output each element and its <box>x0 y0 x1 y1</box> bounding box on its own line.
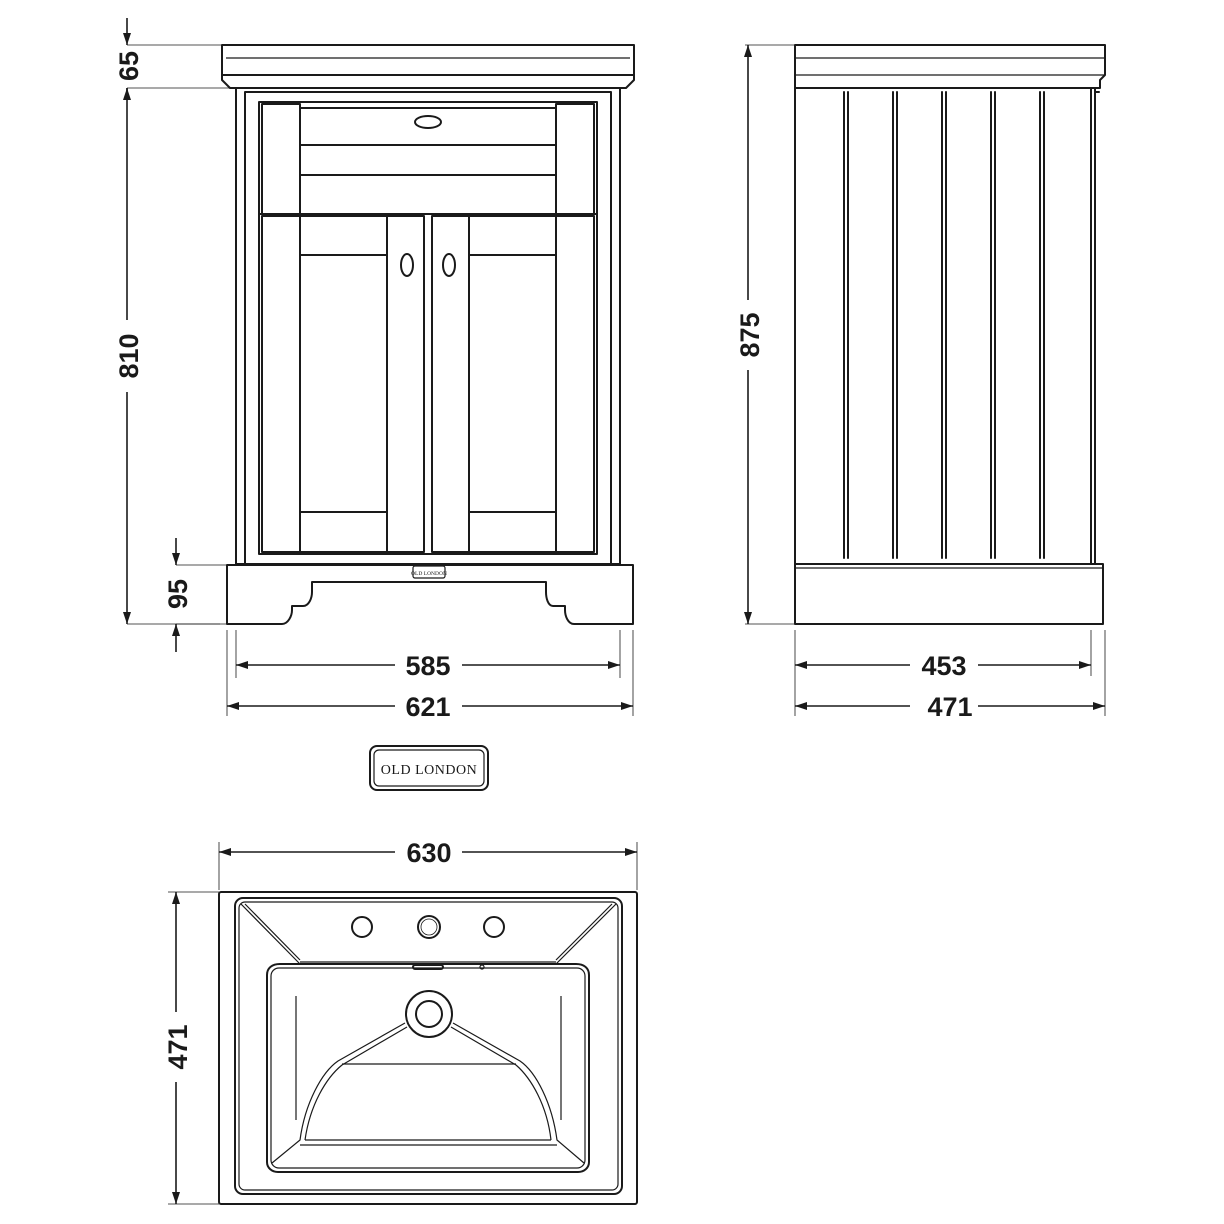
dim-label-585: 585 <box>405 651 450 681</box>
dim-label-471-basin: 471 <box>163 1024 193 1069</box>
dim-front-top: 65 <box>114 18 230 100</box>
dim-front-total-width: 621 <box>226 630 634 722</box>
tap-hole-left-icon <box>351 916 373 938</box>
dim-side-height: 875 <box>735 44 795 625</box>
basin-bowl <box>266 963 590 1173</box>
side-view: 875 453 471 <box>735 44 1106 722</box>
tap-hole-center-icon <box>417 915 441 939</box>
front-right-door <box>431 215 595 553</box>
front-basin-top <box>221 44 635 89</box>
drawer-handle-icon <box>414 115 442 129</box>
dim-front-plinth: 95 <box>163 538 227 652</box>
dim-front-body: 810 <box>114 88 220 625</box>
side-basin-top <box>794 44 1106 89</box>
plinth-logo-text: OLD LONDON <box>411 571 447 577</box>
plan-view: 630 471 <box>163 838 638 1205</box>
dim-label-630: 630 <box>406 838 451 868</box>
dim-side-body-depth: 453 <box>794 630 1092 716</box>
dim-basin-width: 630 <box>218 838 638 890</box>
dim-label-875: 875 <box>735 312 765 357</box>
overflow-slot-icon <box>412 964 444 970</box>
drain-outer-icon <box>405 990 453 1038</box>
side-cabinet-body <box>794 87 1100 565</box>
brand-logo-text: OLD LONDON <box>381 763 477 778</box>
front-left-door <box>261 215 425 553</box>
dim-label-810: 810 <box>114 333 144 378</box>
dim-label-621: 621 <box>405 692 450 722</box>
dim-label-471-side: 471 <box>927 692 972 722</box>
dim-label-65: 65 <box>114 51 144 81</box>
front-cabinet-body <box>235 87 621 565</box>
right-door-handle-icon <box>442 253 456 277</box>
drain-inner-icon <box>415 1000 443 1028</box>
front-view: OLD LONDON 65 810 95 <box>114 18 635 722</box>
brand-logo: OLD LONDON <box>369 745 489 791</box>
plinth-logo-badge <box>412 565 446 579</box>
dim-label-95: 95 <box>163 579 193 609</box>
basin-outline <box>218 891 638 1205</box>
dim-side-total-depth: 471 <box>795 630 1106 722</box>
tap-hole-right-icon <box>483 916 505 938</box>
front-plinth: OLD LONDON <box>226 564 634 625</box>
left-door-handle-icon <box>400 253 414 277</box>
dim-basin-depth: 471 <box>163 891 219 1205</box>
side-plinth <box>794 563 1104 625</box>
dim-front-body-width: 585 <box>235 630 621 681</box>
dim-label-453: 453 <box>921 651 966 681</box>
